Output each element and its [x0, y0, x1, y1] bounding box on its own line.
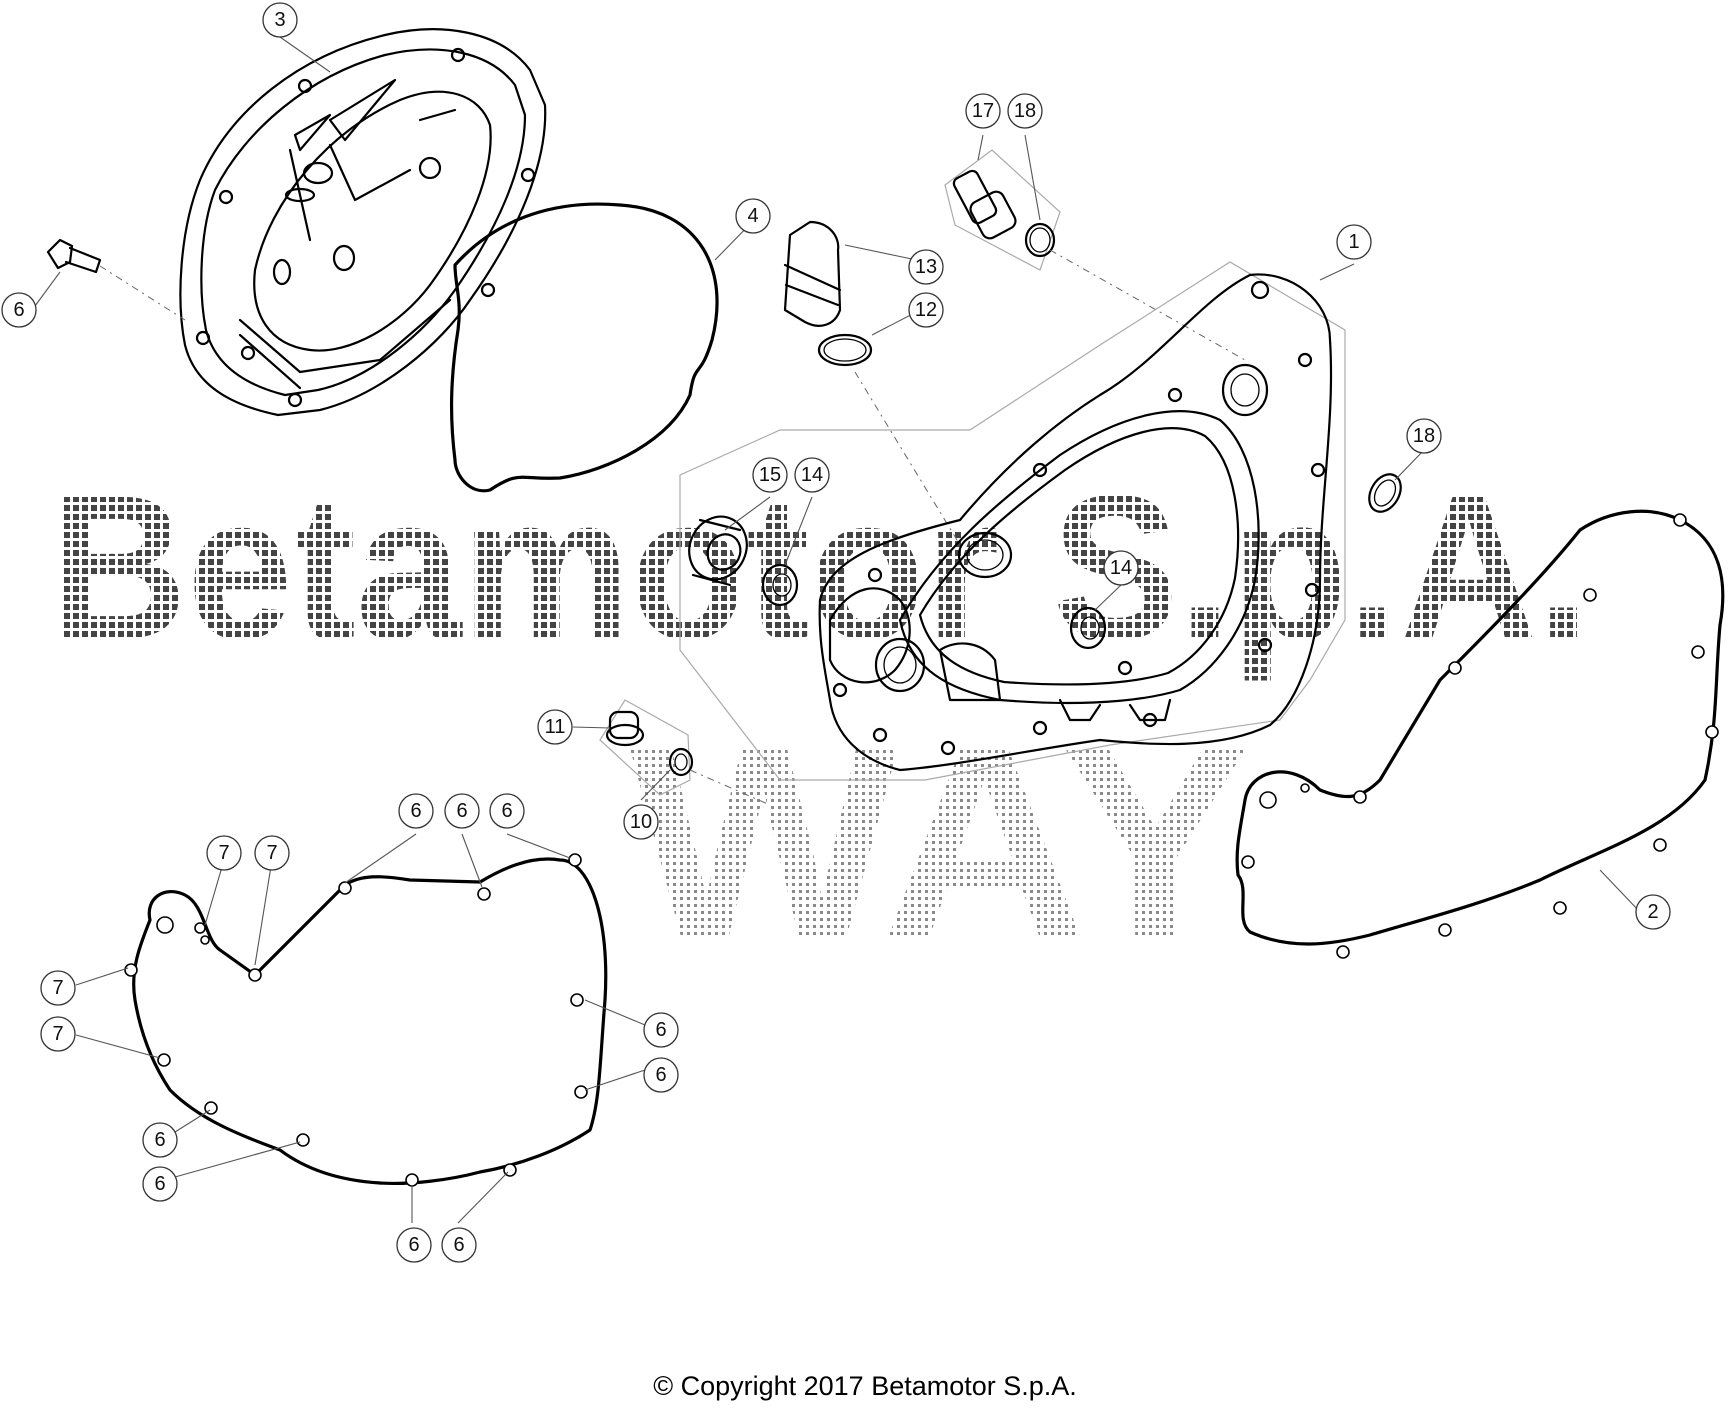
callout-label: 17 — [972, 100, 994, 122]
callout-label: 6 — [13, 299, 24, 321]
callout-label: 7 — [52, 977, 63, 999]
callout-c18: 18 — [1406, 418, 1442, 454]
callout-c11: 11 — [537, 709, 573, 745]
callout-label: 6 — [655, 1064, 666, 1086]
callout-label: 7 — [52, 1023, 63, 1045]
callout-c17: 18 — [1007, 93, 1043, 129]
callout-c6b: 6 — [398, 793, 434, 829]
callout-c1: 1 — [1336, 224, 1372, 260]
callout-c6f: 6 — [643, 1057, 679, 1093]
leader-lines — [34, 36, 1641, 1224]
callout-c6i: 6 — [396, 1227, 432, 1263]
part-4-oring — [449, 202, 719, 493]
callout-label: 18 — [1014, 100, 1036, 122]
callout-label: 12 — [915, 299, 937, 321]
callout-label: 1 — [1348, 231, 1359, 253]
callout-c15: 15 — [752, 457, 788, 493]
callout-c12: 12 — [908, 292, 944, 328]
callout-c7d: 7 — [40, 1016, 76, 1052]
callout-c7b: 7 — [254, 835, 290, 871]
part-12-oring — [817, 333, 961, 546]
callout-c14b: 14 — [1103, 550, 1139, 586]
part-18-circlip — [1368, 473, 1402, 513]
callout-c7a: 7 — [206, 835, 242, 871]
watermark-line2: WAY — [630, 692, 1250, 993]
callout-label: 6 — [453, 1234, 464, 1256]
copyright-notice: © Copyright 2017 Betamotor S.p.A. — [653, 1371, 1077, 1401]
part-6-bolt — [46, 238, 186, 321]
callout-label: 6 — [456, 800, 467, 822]
callout-c6h: 6 — [142, 1166, 178, 1202]
part-3-clutch-cover — [179, 28, 547, 417]
part-16-17-plug-assembly — [944, 149, 1246, 361]
callout-label: 3 — [274, 9, 285, 31]
callout-c6j: 6 — [441, 1227, 477, 1263]
callout-c3: 3 — [262, 2, 298, 38]
callout-c13: 13 — [908, 249, 944, 285]
callout-label: 4 — [747, 205, 758, 227]
part-14-bearing-upper — [761, 563, 799, 607]
part-15-seal — [688, 515, 748, 587]
part-1-crankcase-cover — [679, 261, 1346, 781]
callout-label: 6 — [154, 1173, 165, 1195]
callout-label: 2 — [1647, 901, 1658, 923]
callout-c6g: 6 — [142, 1122, 178, 1158]
callout-c4: 4 — [735, 198, 771, 234]
watermark: Betamotor S.p.A. WAY — [50, 453, 1590, 993]
part-14-bearing-lower — [1069, 606, 1107, 650]
callout-c6e: 6 — [643, 1012, 679, 1048]
callout-label: 6 — [655, 1019, 666, 1041]
part-2-cover-gasket — [1235, 509, 1725, 959]
callout-c14a: 14 — [794, 457, 830, 493]
part-13-filler-plug — [783, 220, 842, 327]
callout-c7c: 7 — [40, 970, 76, 1006]
callout-c2: 2 — [1635, 894, 1671, 930]
left-cover-gasket — [124, 853, 608, 1187]
callout-label: 6 — [154, 1129, 165, 1151]
callout-label: 15 — [759, 464, 781, 486]
callout-label: 18 — [1413, 425, 1435, 447]
callout-label: 6 — [410, 800, 421, 822]
callout-c6c: 6 — [444, 793, 480, 829]
callout-label: 14 — [1110, 557, 1132, 579]
watermark-line1: Betamotor S.p.A. — [50, 453, 1590, 682]
callout-label: 7 — [266, 842, 277, 864]
callout-label: 14 — [801, 464, 823, 486]
callout-label: 6 — [501, 800, 512, 822]
callout-label: 11 — [545, 716, 566, 738]
callout-label: 13 — [915, 256, 937, 278]
callout-label: 10 — [630, 811, 652, 833]
callout-c16: 17 — [965, 93, 1001, 129]
callout-c6d: 6 — [489, 793, 525, 829]
callout-label: 7 — [218, 842, 229, 864]
callout-c10: 10 — [623, 804, 659, 840]
callout-label: 6 — [408, 1234, 419, 1256]
callout-c6a: 6 — [1, 292, 37, 328]
part-10-11-plug-assembly — [599, 699, 771, 806]
